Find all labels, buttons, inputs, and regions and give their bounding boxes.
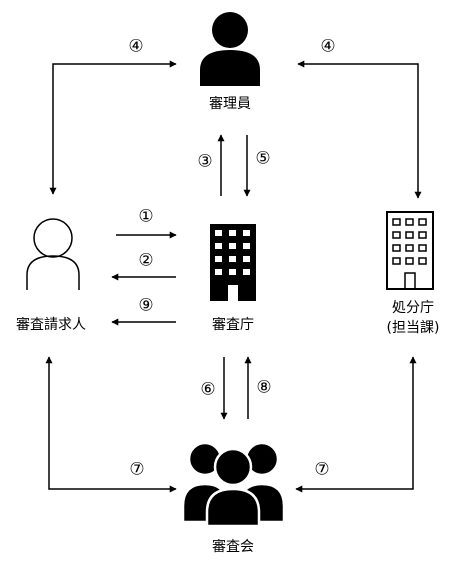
step-6-label: ⑥ bbox=[200, 379, 216, 400]
step-7-right-label: ⑦ bbox=[314, 459, 330, 480]
step-2-label: ② bbox=[138, 250, 154, 271]
agency-label: 審査庁 bbox=[212, 317, 254, 333]
arrow-step4-right bbox=[297, 60, 422, 199]
disposition-agency-sublabel: (担当課) bbox=[386, 320, 440, 336]
step-1-label: ① bbox=[138, 206, 154, 227]
arrow-step7-right bbox=[295, 356, 417, 493]
building-filled-icon bbox=[210, 224, 256, 301]
council-label: 審査会 bbox=[212, 539, 254, 555]
person-outline-icon bbox=[26, 218, 80, 290]
arrow-step7-left bbox=[45, 356, 177, 493]
step-9-label: ⑨ bbox=[138, 295, 154, 316]
examiner-label: 審理員 bbox=[209, 96, 251, 112]
group-people-icon bbox=[181, 441, 286, 528]
building-outline-icon bbox=[386, 211, 434, 290]
step-5-label: ⑤ bbox=[255, 148, 271, 169]
requester-label: 審査請求人 bbox=[16, 317, 86, 333]
arrow-step4-left bbox=[49, 60, 177, 195]
step-7-left-label: ⑦ bbox=[129, 459, 145, 480]
step-8-label: ⑧ bbox=[256, 377, 272, 398]
step-3-label: ③ bbox=[197, 151, 213, 172]
disposition-agency-label: 処分庁 bbox=[392, 300, 434, 316]
step-4-right-label: ④ bbox=[320, 36, 336, 57]
person-filled-icon bbox=[200, 12, 260, 86]
step-4-left-label: ④ bbox=[128, 36, 144, 57]
